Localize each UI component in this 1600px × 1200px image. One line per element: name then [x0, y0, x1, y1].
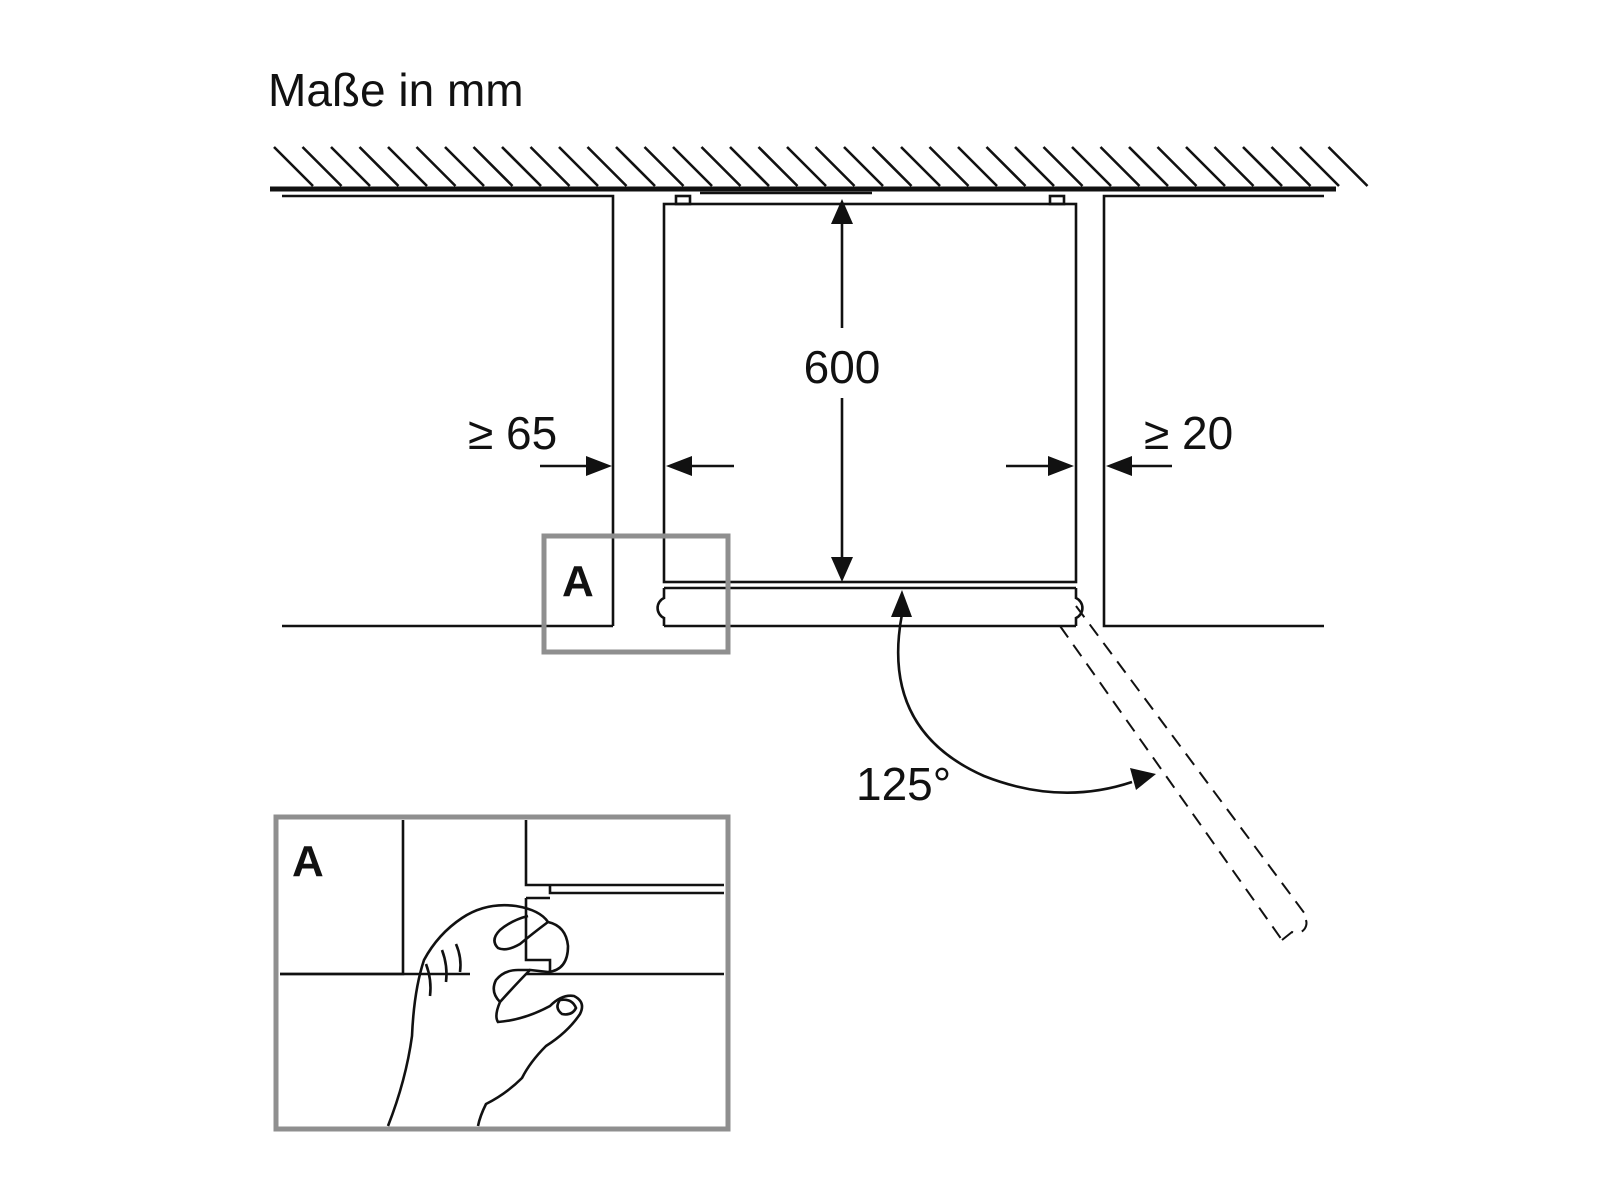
depth-label: 600	[804, 341, 881, 393]
hatch-stroke	[1299, 146, 1340, 187]
hatch-stroke	[529, 146, 571, 187]
detail-door	[524, 885, 724, 976]
hand-crease-3	[454, 943, 462, 973]
door-angle-arrow-start	[891, 590, 912, 617]
hatch-stroke	[1071, 146, 1112, 187]
door-open-edge-inner	[1059, 625, 1283, 941]
hatch-stroke	[1014, 146, 1055, 187]
right-gap-label: ≥ 20	[1144, 407, 1233, 459]
hatch-stroke	[358, 146, 400, 187]
door-open-edge-outer	[1075, 605, 1309, 919]
hatch-stroke	[586, 146, 628, 187]
hatch-stroke	[1242, 146, 1283, 187]
door-angle-arrow-end	[1130, 768, 1156, 790]
hand-crease-1	[424, 963, 432, 997]
hatch-stroke	[871, 146, 913, 187]
hatch-stroke	[472, 146, 514, 187]
hatch-stroke	[415, 146, 457, 187]
hatch-stroke	[985, 146, 1027, 187]
hatch-stroke	[1128, 146, 1169, 187]
wall-hatching	[273, 146, 1369, 187]
door-angle-dimension: 125°	[856, 590, 1156, 810]
detail-view-a: A	[273, 814, 731, 1132]
hatch-stroke	[1185, 146, 1226, 187]
left-gap-dimension: ≥ 65	[468, 407, 734, 476]
hatch-stroke	[928, 146, 970, 187]
left-gap-arrow-right	[586, 456, 612, 476]
hand-nail	[556, 998, 578, 1016]
left-cabinet	[282, 194, 615, 628]
door-angle-arc	[896, 613, 1133, 794]
hatch-stroke	[957, 146, 998, 187]
hatch-stroke	[1327, 146, 1369, 187]
hatch-stroke	[700, 146, 742, 187]
hatch-stroke	[757, 146, 799, 187]
hatch-stroke	[273, 146, 314, 187]
right-cabinet-outline	[1102, 194, 1324, 628]
appliance-door	[656, 586, 1084, 628]
left-gap-arrow-left	[666, 456, 692, 476]
left-cabinet-outline	[282, 194, 615, 626]
hatch-stroke	[1099, 146, 1141, 187]
depth-arrow-up	[831, 199, 853, 224]
top-spacer-right	[1048, 194, 1066, 206]
detail-appliance	[524, 820, 724, 887]
hatch-stroke	[814, 146, 856, 187]
hatch-stroke	[729, 146, 770, 187]
hatch-stroke	[330, 146, 371, 187]
hatch-stroke	[1270, 146, 1312, 187]
top-spacer-left	[674, 194, 692, 206]
depth-dimension: 600	[804, 199, 881, 582]
hatch-stroke	[786, 146, 827, 187]
hatch-stroke	[615, 146, 656, 187]
callout-frame	[541, 533, 731, 655]
title-label: Maße in mm	[268, 64, 524, 116]
hatch-stroke	[1213, 146, 1255, 187]
right-gap-arrow-left	[1106, 456, 1132, 476]
hatch-stroke	[387, 146, 428, 187]
hatch-stroke	[643, 146, 685, 187]
hatch-stroke	[1156, 146, 1198, 187]
hatch-stroke	[1042, 146, 1084, 187]
door-open-end	[1281, 919, 1308, 941]
hatch-stroke	[672, 146, 713, 187]
detail-marker: A	[292, 837, 324, 886]
right-gap-dimension: ≥ 20	[1006, 407, 1233, 476]
hand-illustration	[386, 903, 584, 1127]
callout-a: A	[541, 533, 731, 655]
hand-crease-2	[440, 949, 448, 983]
left-gap-label: ≥ 65	[468, 407, 557, 459]
wall	[270, 146, 1369, 192]
hatch-stroke	[501, 146, 542, 187]
appliance-body	[662, 202, 1078, 584]
hatch-stroke	[900, 146, 941, 187]
callout-marker: A	[562, 557, 594, 606]
right-cabinet	[1102, 194, 1324, 628]
door-open-position	[1059, 605, 1309, 941]
right-gap-arrow-right	[1048, 456, 1074, 476]
hand-finger-fold	[492, 968, 530, 1003]
hatch-stroke	[301, 146, 343, 187]
appliance	[656, 191, 1084, 628]
hatch-stroke	[558, 146, 599, 187]
hand-outline	[386, 903, 584, 1127]
hand-thumb	[493, 914, 549, 951]
door-angle-label: 125°	[856, 758, 951, 810]
depth-arrow-down	[831, 557, 853, 582]
hatch-stroke	[444, 146, 485, 187]
hatch-stroke	[843, 146, 884, 187]
detail-frame	[273, 814, 731, 1132]
